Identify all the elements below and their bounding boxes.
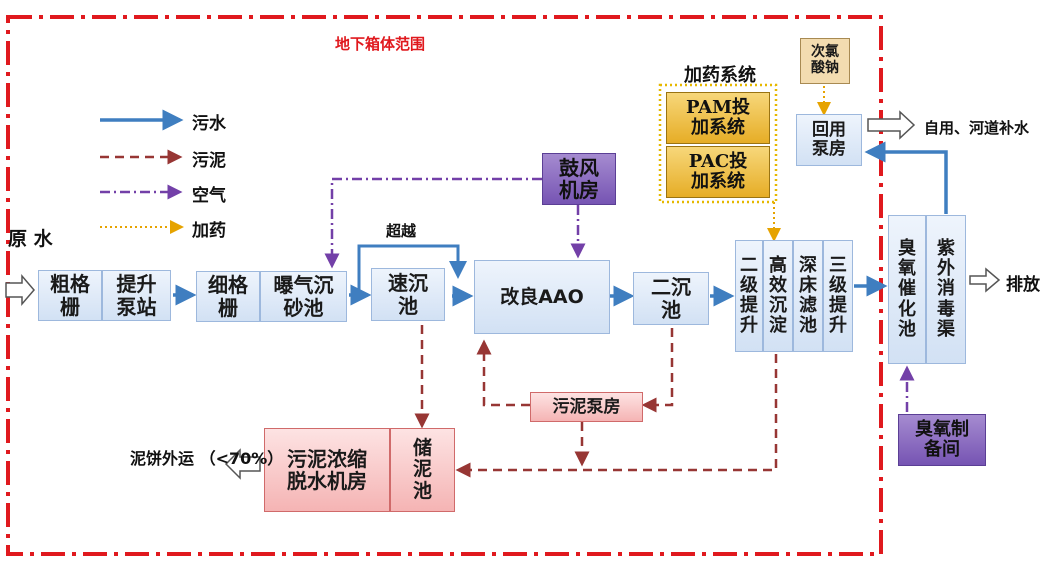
ozone-generation-room[interactable]: 臭氧制 备间 bbox=[898, 414, 986, 466]
lift-pump-station[interactable]: 提升 泵站 bbox=[102, 270, 171, 321]
reuse-pump-room[interactable]: 回用 泵房 bbox=[796, 114, 862, 166]
sludge-pump-room[interactable]: 污泥泵房 bbox=[530, 392, 643, 422]
legend-label-air: 空气 bbox=[192, 186, 226, 206]
discharge-label: 排放 bbox=[1006, 275, 1040, 295]
discharge-arrow bbox=[969, 267, 1001, 293]
legend-label-sewage: 污水 bbox=[192, 114, 226, 134]
dosing-system-title: 加药系统 bbox=[684, 65, 756, 86]
improved-aao-tank[interactable]: 改良AAO bbox=[474, 260, 610, 334]
blower-room[interactable]: 鼓风 机房 bbox=[542, 153, 616, 205]
aerated-grit-chamber[interactable]: 曝气沉 砂池 bbox=[260, 271, 347, 322]
secondary-clarifier[interactable]: 二沉 池 bbox=[633, 272, 709, 325]
reuse-destination-label: 自用、河道补水 bbox=[924, 119, 1030, 137]
sodium-hypochlorite-dosing[interactable]: 次氯 酸钠 bbox=[800, 38, 850, 84]
deep-bed-filter[interactable]: 深 床 滤 池 bbox=[793, 240, 823, 352]
reuse-out-arrow bbox=[867, 110, 916, 140]
second-stage-lift[interactable]: 二 级 提 升 bbox=[735, 240, 763, 352]
bypass-label: 超越 bbox=[386, 222, 417, 240]
sludge-thickening-dewatering-room[interactable]: 污泥浓缩 脱水机房 bbox=[264, 428, 390, 512]
legend-label-sludge: 污泥 bbox=[192, 151, 226, 171]
sludge-cake-outbound-label: 泥饼外运 （<70%） bbox=[130, 449, 284, 468]
underground-boundary-title: 地下箱体范围 bbox=[335, 35, 426, 53]
uv-disinfection-channel[interactable]: 紫 外 消 毒 渠 bbox=[926, 215, 966, 364]
pam-dosing-system[interactable]: PAM投 加系统 bbox=[666, 92, 770, 144]
pac-dosing-system[interactable]: PAC投 加系统 bbox=[666, 146, 770, 198]
fast-settling-tank[interactable]: 速沉 池 bbox=[371, 268, 445, 321]
inflow-arrow bbox=[5, 273, 35, 307]
fine-screen[interactable]: 细格 栅 bbox=[196, 271, 260, 322]
dosing-system-frame bbox=[658, 83, 778, 204]
high-efficiency-settling[interactable]: 高 效 沉 淀 bbox=[763, 240, 793, 352]
cake-out-arrow bbox=[224, 448, 261, 480]
sludge-storage-tank[interactable]: 储 泥 池 bbox=[390, 428, 455, 512]
coarse-screen[interactable]: 粗格 栅 bbox=[38, 270, 102, 321]
raw-water-label: 原 水 bbox=[8, 228, 53, 250]
ozone-catalytic-tank[interactable]: 臭 氧 催 化 池 bbox=[888, 215, 926, 364]
legend-label-dosing: 加药 bbox=[192, 221, 226, 241]
third-stage-lift[interactable]: 三 级 提 升 bbox=[823, 240, 853, 352]
